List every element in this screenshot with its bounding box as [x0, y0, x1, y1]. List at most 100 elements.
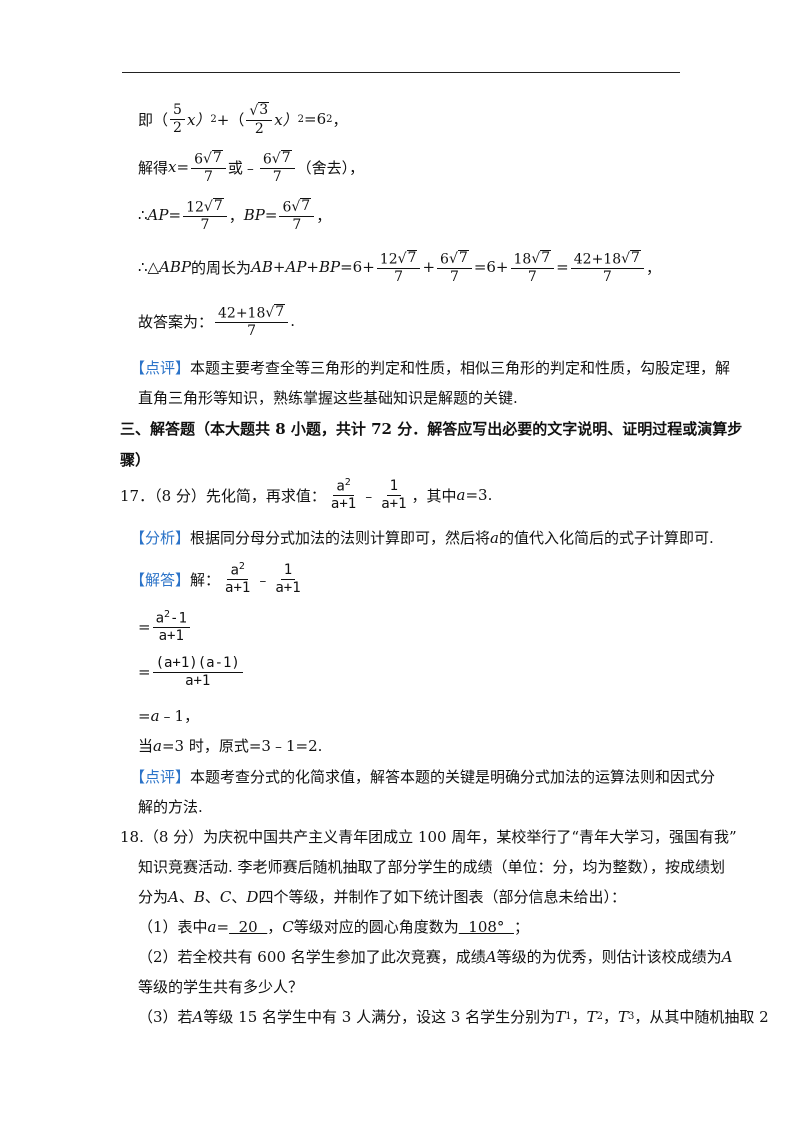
solution-tag: 【解答】: [130, 570, 191, 589]
numerator: 42+18√7: [570, 250, 644, 270]
radicand: 7: [300, 198, 312, 214]
text: ，从其中随机抽取 2: [634, 1008, 769, 1026]
text: 等级的为优秀，则估计该校成绩为: [496, 948, 722, 966]
variable: AB+AP+BP: [251, 258, 341, 277]
text: ，: [267, 918, 283, 936]
text: 18.（8 分）为庆祝中国共产主义青年团成立 100 周年，某校举行了“青年大学…: [120, 828, 737, 846]
sqrt: √7: [621, 250, 641, 268]
denominator: 7: [292, 217, 302, 234]
comment-line-cont: 直角三角形等知识，熟练掌握这些基础知识是解题的关键.: [138, 387, 518, 408]
fraction: (a+1)(a-1)a+1: [152, 656, 243, 688]
subscript: 2: [596, 1011, 603, 1022]
text: 知识竞赛活动. 李老师赛后随机抽取了部分学生的成绩（单位：分，均为整数），按成绩…: [138, 858, 726, 876]
text: 等级对应的圆心角度数为: [293, 918, 459, 936]
text: =3.: [465, 486, 493, 505]
text: 四个等级，并制作了如下统计图表（部分信息未给出）：: [258, 888, 626, 906]
denominator: 7: [247, 323, 257, 340]
numerator: 1: [280, 563, 296, 580]
numerator: 12√7: [376, 250, 421, 270]
problem-18-cont-2: 分为 A 、 B 、 C 、 D 四个等级，并制作了如下统计图表（部分信息未给出…: [138, 886, 626, 907]
denominator: a+1: [158, 628, 184, 645]
text: =: [138, 618, 151, 637]
text: ，: [316, 206, 332, 225]
text: 本题主要考查全等三角形的判定和性质，相似三角形的判定和性质，勾股定理，解: [190, 359, 731, 377]
numerator: 5: [170, 103, 185, 120]
denominator: a+1: [381, 495, 407, 512]
text: ，: [602, 1008, 618, 1026]
numerator: (a+1)(a-1): [152, 656, 243, 673]
denominator: 2: [254, 121, 264, 138]
radicand: 7: [212, 198, 224, 214]
sqrt: √7: [203, 198, 224, 216]
variable: T: [555, 1007, 566, 1026]
text: 本题考查分式的化简求值，解答本题的关键是明确分式加法的运算法则和因式分: [190, 768, 716, 786]
text: 直角三角形等知识，熟练掌握这些基础知识是解题的关键.: [138, 389, 518, 407]
text: ，: [571, 1008, 587, 1026]
analysis-tag: 【分析】: [130, 529, 191, 547]
variable: T: [618, 1007, 629, 1026]
text: x）: [274, 110, 298, 129]
numerator: 6√7: [437, 250, 472, 270]
variable: A: [485, 947, 497, 966]
text: （舍去），: [296, 158, 365, 177]
section-heading-cont: 骤）: [120, 449, 150, 470]
text: 当: [138, 737, 154, 755]
denominator: 2: [173, 119, 182, 136]
denominator: 7: [394, 269, 404, 286]
sqrt: √7: [271, 150, 292, 168]
variable: x: [168, 158, 177, 177]
variable: C: [219, 887, 232, 906]
text: 即（: [138, 110, 169, 129]
radicand: 7: [280, 150, 292, 166]
variable: A: [168, 887, 179, 906]
text: 解得: [138, 158, 169, 177]
sqrt: √7: [531, 250, 552, 268]
text: +（: [216, 110, 245, 129]
radicand: 7: [630, 250, 641, 266]
variable: a: [150, 706, 160, 725]
text: 三、解答题（本大题共 8 小题，共计 72 分．解答应写出必要的文字说明、证明过…: [120, 420, 743, 438]
header-rule: [122, 72, 680, 73]
radicand: 7: [211, 150, 223, 166]
text: ﹣: [255, 570, 271, 589]
question-2: （2）若全校共有 600 名学生参加了此次竞赛，成绩 A 等级的为优秀，则估计该…: [138, 946, 732, 967]
question-1: （1）表中 a = 20 ， C 等级对应的圆心角度数为 108° ；: [138, 916, 529, 937]
numerator: 42+18√7: [215, 304, 289, 324]
text: .: [290, 312, 295, 331]
section-heading: 三、解答题（本大题共 8 小题，共计 72 分．解答应写出必要的文字说明、证明过…: [120, 418, 742, 439]
exponent: 2: [326, 113, 333, 125]
text: =: [176, 158, 190, 177]
radicand: 7: [457, 250, 469, 266]
text: ，: [645, 258, 661, 277]
solution-step-4: 当 a =3 时，原式=3﹣1=2.: [138, 735, 322, 756]
text: 故答案为：: [138, 312, 214, 331]
numerator: √3: [246, 102, 273, 122]
text: 、: [204, 888, 220, 906]
text: 的周长为: [191, 258, 252, 277]
sqrt: √7: [202, 150, 223, 168]
text: 或﹣: [227, 158, 258, 177]
denominator: 7: [272, 169, 282, 186]
variable: B: [193, 887, 205, 906]
text: ∴△: [138, 258, 160, 277]
text: =3 时，原式=3﹣1=2.: [161, 737, 323, 755]
text: 解：: [190, 570, 221, 589]
radicand: 7: [274, 304, 286, 320]
text: =: [168, 206, 182, 225]
solution-step-2: = (a+1)(a-1)a+1: [138, 656, 245, 688]
variable: C: [282, 917, 294, 936]
denominator: a+1: [330, 496, 357, 513]
